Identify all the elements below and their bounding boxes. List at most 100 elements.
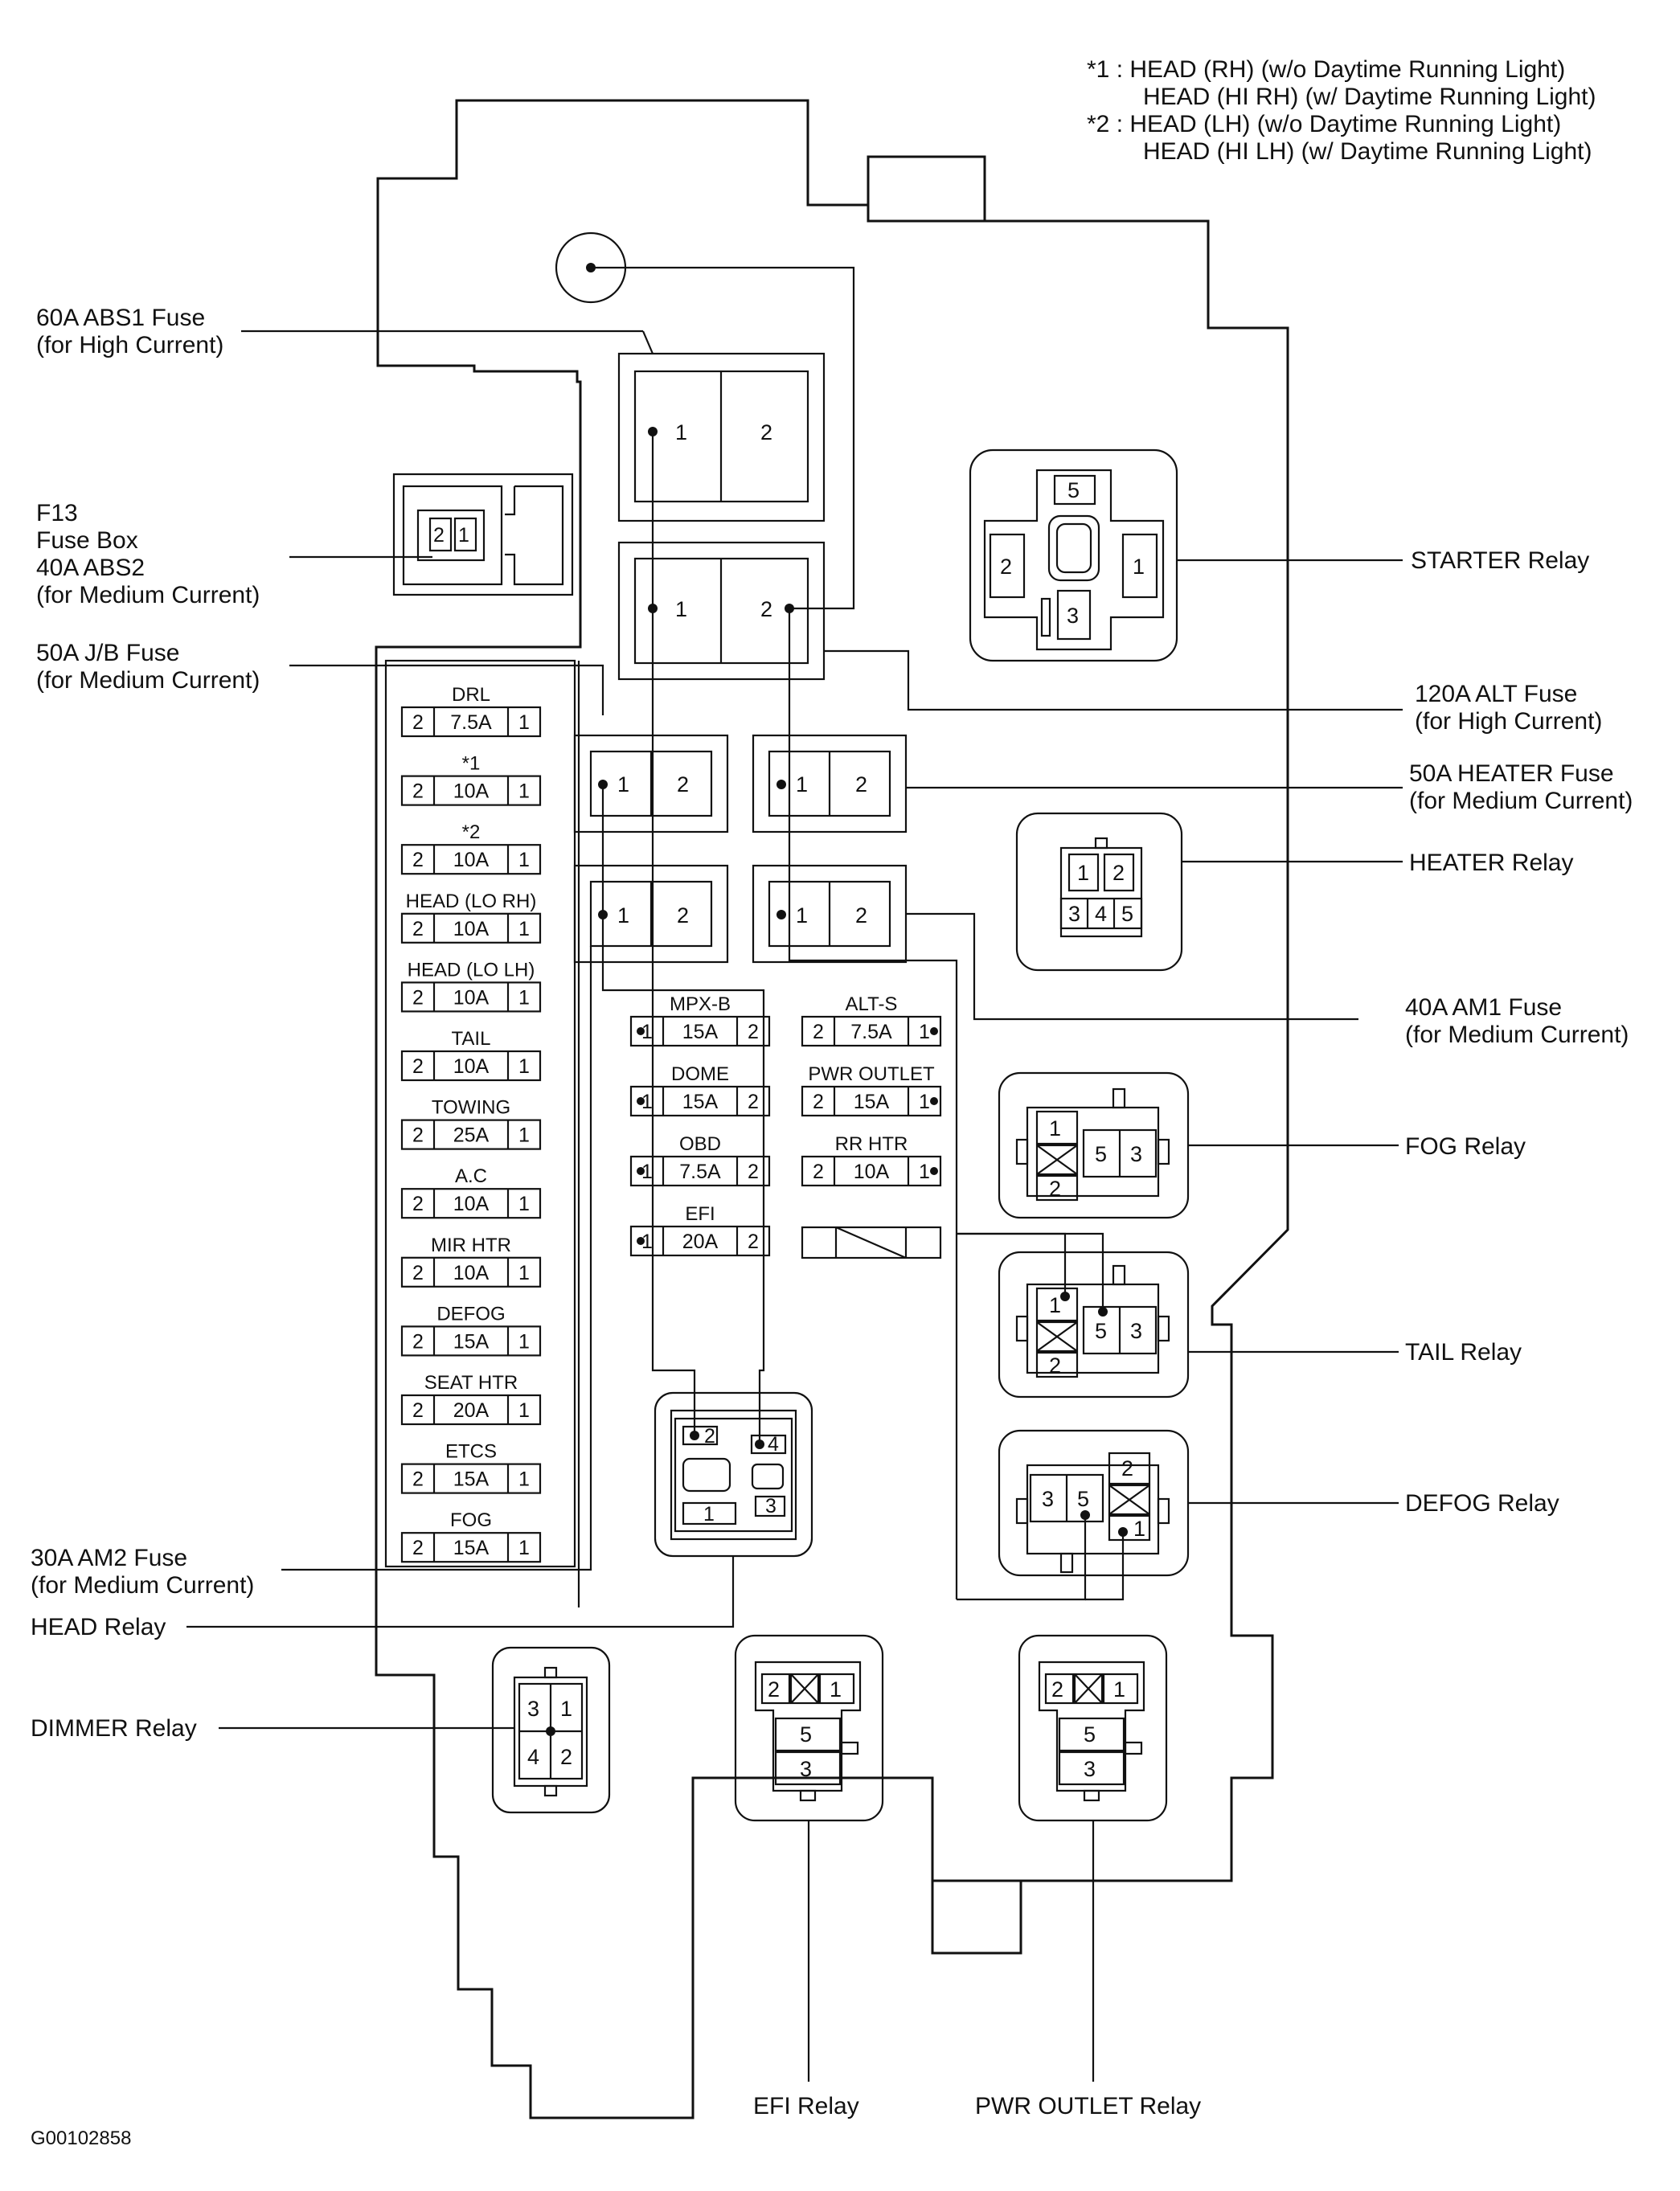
svg-text:3: 3 bbox=[1042, 1487, 1054, 1511]
svg-text:3: 3 bbox=[1130, 1319, 1142, 1343]
svg-text:1: 1 bbox=[796, 772, 808, 797]
fuse-name: ETCS bbox=[445, 1441, 497, 1463]
fuse-name: TOWING bbox=[432, 1097, 510, 1119]
label-f13: F13 bbox=[36, 500, 78, 526]
label-alt-fuse: 120A ALT Fuse bbox=[1415, 681, 1577, 707]
fuse-name: DEFOG bbox=[436, 1303, 505, 1325]
svg-text:2: 2 bbox=[412, 780, 424, 803]
svg-text:1: 1 bbox=[518, 1468, 530, 1491]
svg-text:4: 4 bbox=[527, 1745, 539, 1769]
fuse-amp: 10A bbox=[854, 1161, 890, 1183]
svg-text:2: 2 bbox=[748, 1091, 759, 1113]
fuse-amp: 7.5A bbox=[850, 1021, 892, 1043]
starter-relay: 5 2 1 3 bbox=[969, 448, 1178, 662]
svg-text:1: 1 bbox=[919, 1021, 930, 1043]
internal-wiring bbox=[591, 266, 1125, 1601]
fuse-name: HEAD (LO RH) bbox=[406, 891, 537, 912]
alt-fuse: 1 2 bbox=[617, 541, 826, 681]
svg-text:1: 1 bbox=[641, 1161, 653, 1183]
svg-text:2: 2 bbox=[412, 1124, 424, 1147]
svg-text:2: 2 bbox=[1121, 1456, 1133, 1480]
jb-fuse: 1 2 bbox=[573, 734, 729, 833]
fuse-amp: 15A bbox=[453, 1468, 490, 1491]
svg-text:1: 1 bbox=[617, 772, 629, 797]
fuse-amp: 10A bbox=[453, 849, 490, 871]
fuse-name: TAIL bbox=[452, 1028, 491, 1050]
svg-text:2: 2 bbox=[1049, 1354, 1061, 1378]
am1-fuse: 1 2 bbox=[752, 864, 908, 964]
label-abs1-fuse: 60A ABS1 Fuse bbox=[36, 305, 205, 331]
housing-outline bbox=[375, 99, 1289, 2119]
svg-text:1: 1 bbox=[518, 849, 530, 871]
fuse-name: *1 bbox=[462, 753, 481, 775]
svg-text:1: 1 bbox=[919, 1091, 930, 1113]
svg-text:1: 1 bbox=[1077, 861, 1089, 885]
tail-relay: 1 2 5 3 bbox=[998, 1251, 1190, 1399]
svg-text:2: 2 bbox=[748, 1231, 759, 1253]
abs1-fuse: 1 2 bbox=[617, 352, 826, 522]
housing-top-tab bbox=[867, 155, 986, 221]
svg-text:2: 2 bbox=[412, 711, 424, 734]
svg-text:2: 2 bbox=[768, 1677, 780, 1702]
label-efi-relay: EFI Relay bbox=[753, 2093, 859, 2119]
fuse-amp: 10A bbox=[453, 918, 490, 940]
svg-text:2: 2 bbox=[412, 1262, 424, 1284]
svg-text:2: 2 bbox=[748, 1161, 759, 1183]
svg-text:1: 1 bbox=[1049, 1116, 1061, 1141]
heater-relay: 1 2 3 4 5 bbox=[1015, 812, 1183, 972]
svg-text:2: 2 bbox=[855, 772, 867, 797]
svg-text:2: 2 bbox=[813, 1091, 824, 1113]
label-tail-relay: TAIL Relay bbox=[1405, 1339, 1522, 1366]
svg-text:2: 2 bbox=[760, 420, 772, 444]
label-jb-fuse: 50A J/B Fuse bbox=[36, 640, 179, 666]
fuse-amp: 10A bbox=[453, 986, 490, 1009]
fuse-name: MIR HTR bbox=[431, 1235, 511, 1256]
svg-text:1: 1 bbox=[518, 1330, 530, 1353]
svg-text:Fuse Box: Fuse Box bbox=[36, 527, 138, 554]
svg-text:(for Medium Current): (for Medium Current) bbox=[1405, 1022, 1629, 1048]
svg-text:2: 2 bbox=[677, 772, 689, 797]
svg-text:1: 1 bbox=[1113, 1677, 1125, 1702]
svg-text:5: 5 bbox=[800, 1722, 812, 1747]
label-am1-fuse: 40A AM1 Fuse bbox=[1405, 994, 1562, 1021]
label-fog-relay: FOG Relay bbox=[1405, 1133, 1526, 1160]
fuse-amp: 15A bbox=[682, 1021, 719, 1043]
defog-relay: 3 5 2 1 bbox=[998, 1429, 1190, 1577]
svg-text:1: 1 bbox=[675, 420, 687, 444]
svg-text:2: 2 bbox=[412, 918, 424, 940]
svg-text:4: 4 bbox=[768, 1433, 779, 1456]
svg-text:3: 3 bbox=[1068, 902, 1080, 926]
svg-text:1: 1 bbox=[675, 597, 687, 621]
svg-text:(for Medium Current): (for Medium Current) bbox=[36, 667, 260, 694]
fuse-amp: 25A bbox=[453, 1124, 490, 1147]
fuse-name: A.C bbox=[455, 1165, 487, 1187]
svg-text:1: 1 bbox=[518, 780, 530, 803]
svg-text:3: 3 bbox=[1084, 1757, 1096, 1781]
svg-text:3: 3 bbox=[765, 1495, 776, 1517]
footnotes: *1 : HEAD (RH) (w/o Daytime Running Ligh… bbox=[1087, 56, 1596, 165]
fuse-name: *2 bbox=[462, 821, 481, 843]
svg-text:3: 3 bbox=[1067, 604, 1079, 628]
fuse-amp: 7.5A bbox=[679, 1161, 721, 1183]
label-am2-fuse: 30A AM2 Fuse bbox=[31, 1545, 187, 1571]
svg-text:5: 5 bbox=[1095, 1142, 1107, 1166]
svg-text:2: 2 bbox=[760, 597, 772, 621]
svg-text:3: 3 bbox=[1130, 1142, 1142, 1166]
svg-text:2: 2 bbox=[412, 1537, 424, 1559]
svg-text:2: 2 bbox=[1049, 1177, 1061, 1201]
svg-text:2: 2 bbox=[412, 1399, 424, 1422]
